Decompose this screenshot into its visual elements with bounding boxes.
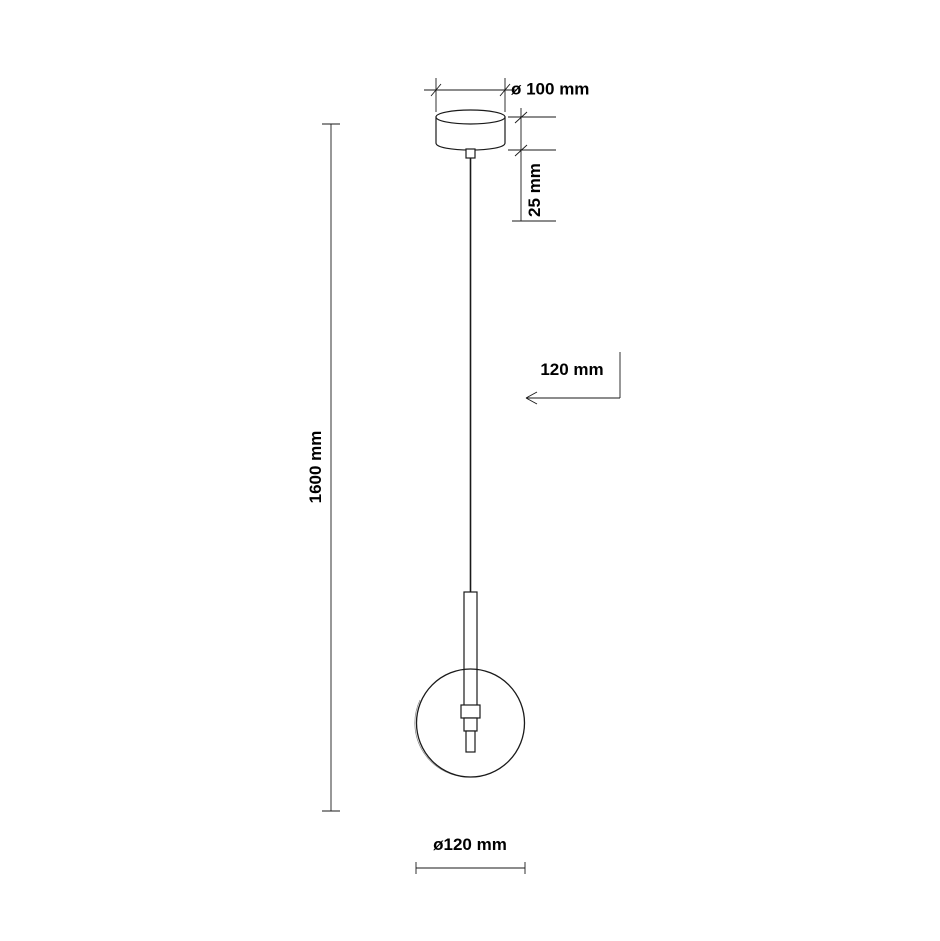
- label-total-height: 1600 mm: [306, 431, 325, 504]
- label-canopy-diameter: ø 100 mm: [511, 79, 589, 98]
- dimension-total-height: [322, 123, 340, 812]
- ceiling-canopy: [435, 109, 506, 159]
- lamp-stem: [460, 591, 481, 753]
- stem-collar: [460, 704, 481, 719]
- dimension-globe-diameter: [415, 862, 526, 874]
- stem-socket-base: [463, 717, 478, 732]
- label-canopy-height: 25 mm: [525, 163, 544, 217]
- stem-tube: [463, 591, 478, 711]
- dimension-canopy-diameter: [424, 78, 517, 112]
- glass-globe: [414, 668, 526, 778]
- canopy-top-ellipse: [435, 109, 506, 125]
- globe-highlight: [414, 699, 471, 778]
- dimension-cable-offset: [525, 352, 621, 405]
- canopy-cable-outlet: [465, 148, 476, 159]
- label-globe-diameter: ø120 mm: [433, 835, 507, 854]
- dimension-canopy-height: [508, 108, 556, 222]
- label-cable-offset: 120 mm: [540, 360, 603, 379]
- lamp-socket: [465, 730, 476, 753]
